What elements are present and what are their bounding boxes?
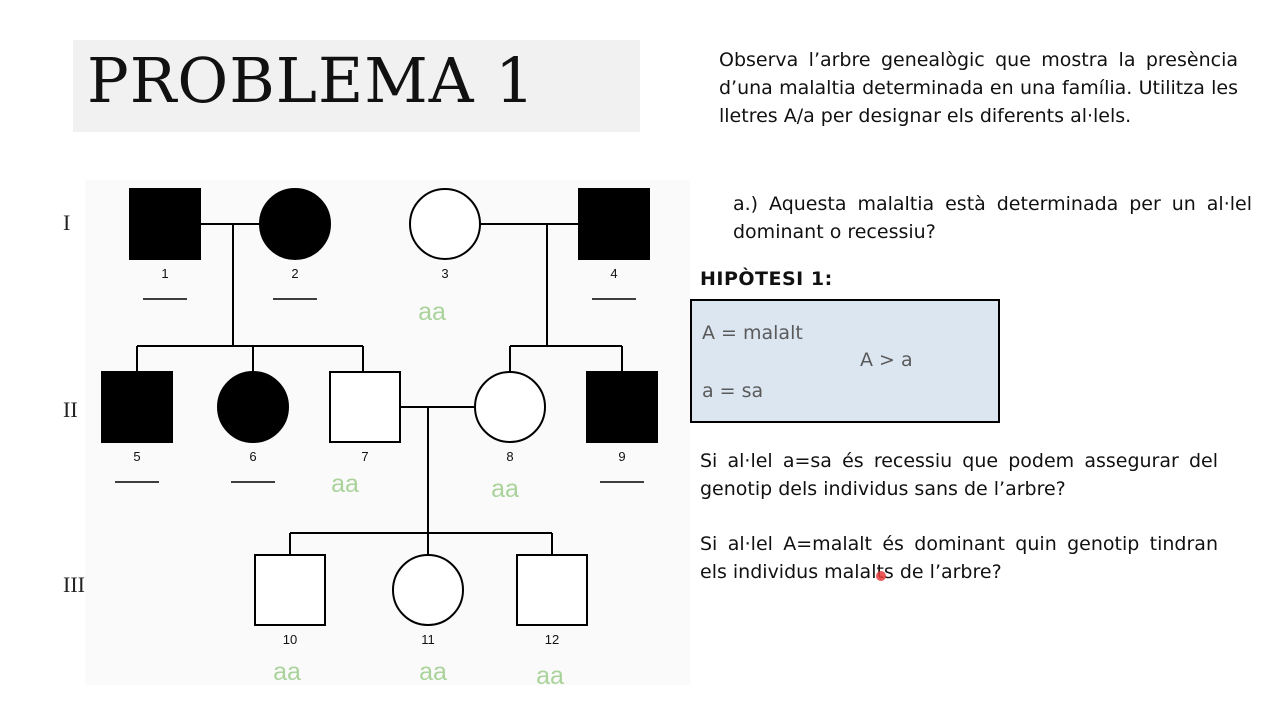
pedigree-lines	[136, 223, 623, 555]
female-symbol-2	[259, 188, 331, 260]
individual-number-8: 8	[506, 449, 513, 464]
female-symbol-6	[217, 371, 289, 443]
female-symbol-11	[392, 554, 464, 626]
hypothesis-dominant: A = malalt	[702, 322, 803, 344]
laser-pointer	[876, 571, 886, 581]
question-a: a.) Aquesta malaltia està determinada pe…	[733, 193, 1252, 243]
male-symbol-12	[516, 554, 588, 626]
female-symbol-3	[409, 188, 481, 260]
individual-number-5: 5	[133, 449, 140, 464]
individual-number-2: 2	[291, 266, 298, 281]
genotype-label-11: aa	[419, 658, 447, 686]
male-symbol-4	[578, 188, 650, 260]
male-symbol-9	[586, 371, 658, 443]
individual-number-9: 9	[618, 449, 625, 464]
individual-number-10: 10	[283, 632, 297, 647]
male-symbol-1	[129, 188, 201, 260]
hypothesis-label: HIPÒTESI 1:	[700, 268, 833, 290]
male-symbol-5	[101, 371, 173, 443]
male-symbol-7	[329, 371, 401, 443]
hypothesis-box: A = malalt A > a a = sa	[690, 299, 1000, 423]
male-symbol-10	[254, 554, 326, 626]
genotype-label-8: aa	[491, 475, 519, 503]
individual-number-12: 12	[545, 632, 559, 647]
generation-label-3: III	[63, 572, 85, 597]
generation-label-1: I	[63, 210, 70, 235]
individual-number-4: 4	[610, 266, 617, 281]
generation-label-2: II	[63, 397, 78, 422]
female-symbol-8	[474, 371, 546, 443]
genotype-label-12: aa	[536, 662, 564, 690]
page-title: PROBLEMA 1	[87, 44, 536, 117]
hypothesis-relation: A > a	[860, 349, 913, 371]
hypothesis-recessive: a = sa	[702, 380, 764, 402]
title-box: PROBLEMA 1	[73, 40, 640, 132]
dominant-question: Si al·lel A=malalt és dominant quin geno…	[700, 533, 1218, 583]
genotype-label-10: aa	[273, 658, 301, 686]
intro-text: Observa l’arbre genealògic que mostra la…	[719, 49, 1238, 127]
individual-number-3: 3	[441, 266, 448, 281]
individual-number-7: 7	[361, 449, 368, 464]
individual-number-1: 1	[161, 266, 168, 281]
individual-number-11: 11	[421, 632, 435, 647]
genotype-label-3: aa	[418, 298, 446, 326]
genotype-label-7: aa	[331, 470, 359, 498]
individual-number-6: 6	[249, 449, 256, 464]
recessive-question: Si al·lel a=sa és recessiu que podem ass…	[700, 450, 1218, 500]
